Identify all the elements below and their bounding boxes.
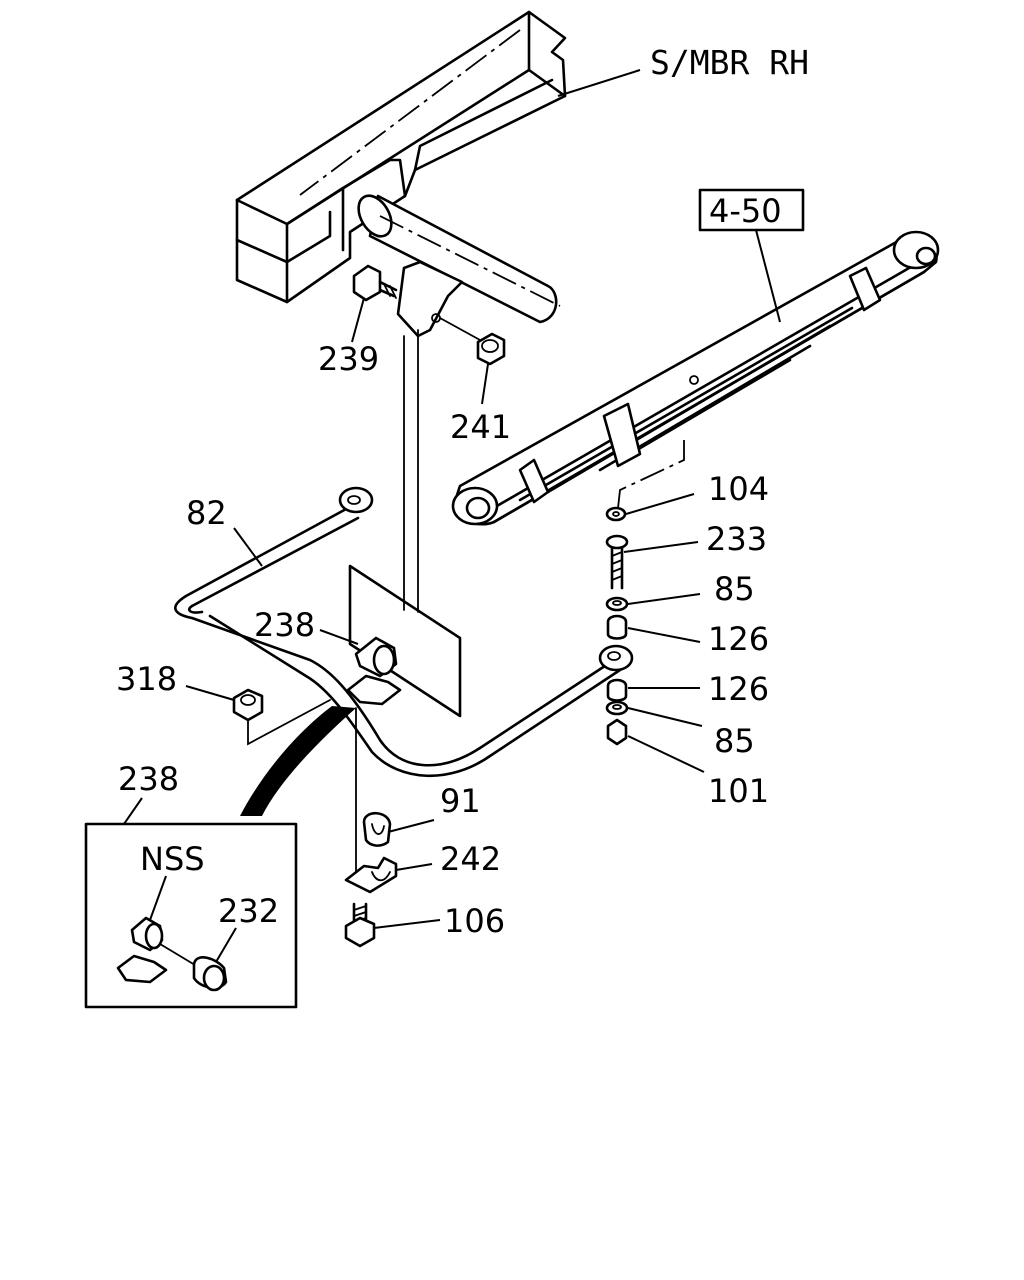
label-82: 82 [186, 494, 227, 532]
label-nss: NSS [140, 840, 205, 878]
detail-bracket [116, 916, 201, 984]
bolt-239 [352, 264, 398, 302]
ref-box-4-50 [698, 188, 805, 232]
label-126-b: 126 [708, 670, 769, 708]
nut-241 [439, 317, 506, 366]
detail-box [84, 822, 298, 1009]
leader-lines [123, 69, 781, 963]
bracket-238 [346, 636, 402, 706]
label-104: 104 [708, 470, 769, 508]
label-233: 233 [706, 520, 767, 558]
hanger-plate [348, 329, 462, 718]
mount-stack [605, 506, 629, 746]
cross-tube [357, 194, 561, 338]
label-318: 318 [116, 660, 177, 698]
label-85-a: 85 [714, 570, 755, 608]
label-239: 239 [318, 340, 379, 378]
bolt-106 [344, 902, 376, 948]
nut-318 [232, 688, 331, 746]
label-91: 91 [440, 782, 481, 820]
callout-labels: S/MBR RH 4-50 239 241 82 238 318 104 233… [116, 43, 809, 940]
stabilizer-bar [174, 486, 634, 778]
label-232: 232 [218, 892, 279, 930]
bushing-232 [192, 956, 228, 992]
label-106: 106 [444, 902, 505, 940]
label-ref-4-50: 4-50 [709, 192, 782, 230]
detail-pointer [240, 706, 356, 816]
label-side-member: S/MBR RH [650, 43, 809, 82]
label-238-detail: 238 [118, 760, 179, 798]
label-85-b: 85 [714, 722, 755, 760]
leaf-spring [451, 230, 940, 526]
clamp-91 [362, 811, 392, 847]
label-101: 101 [708, 772, 769, 810]
side-member-frame [235, 10, 567, 304]
label-242: 242 [440, 840, 501, 878]
label-126-a: 126 [708, 620, 769, 658]
bracket-242 [344, 856, 398, 894]
label-241: 241 [450, 408, 511, 446]
label-238-top: 238 [254, 606, 315, 644]
